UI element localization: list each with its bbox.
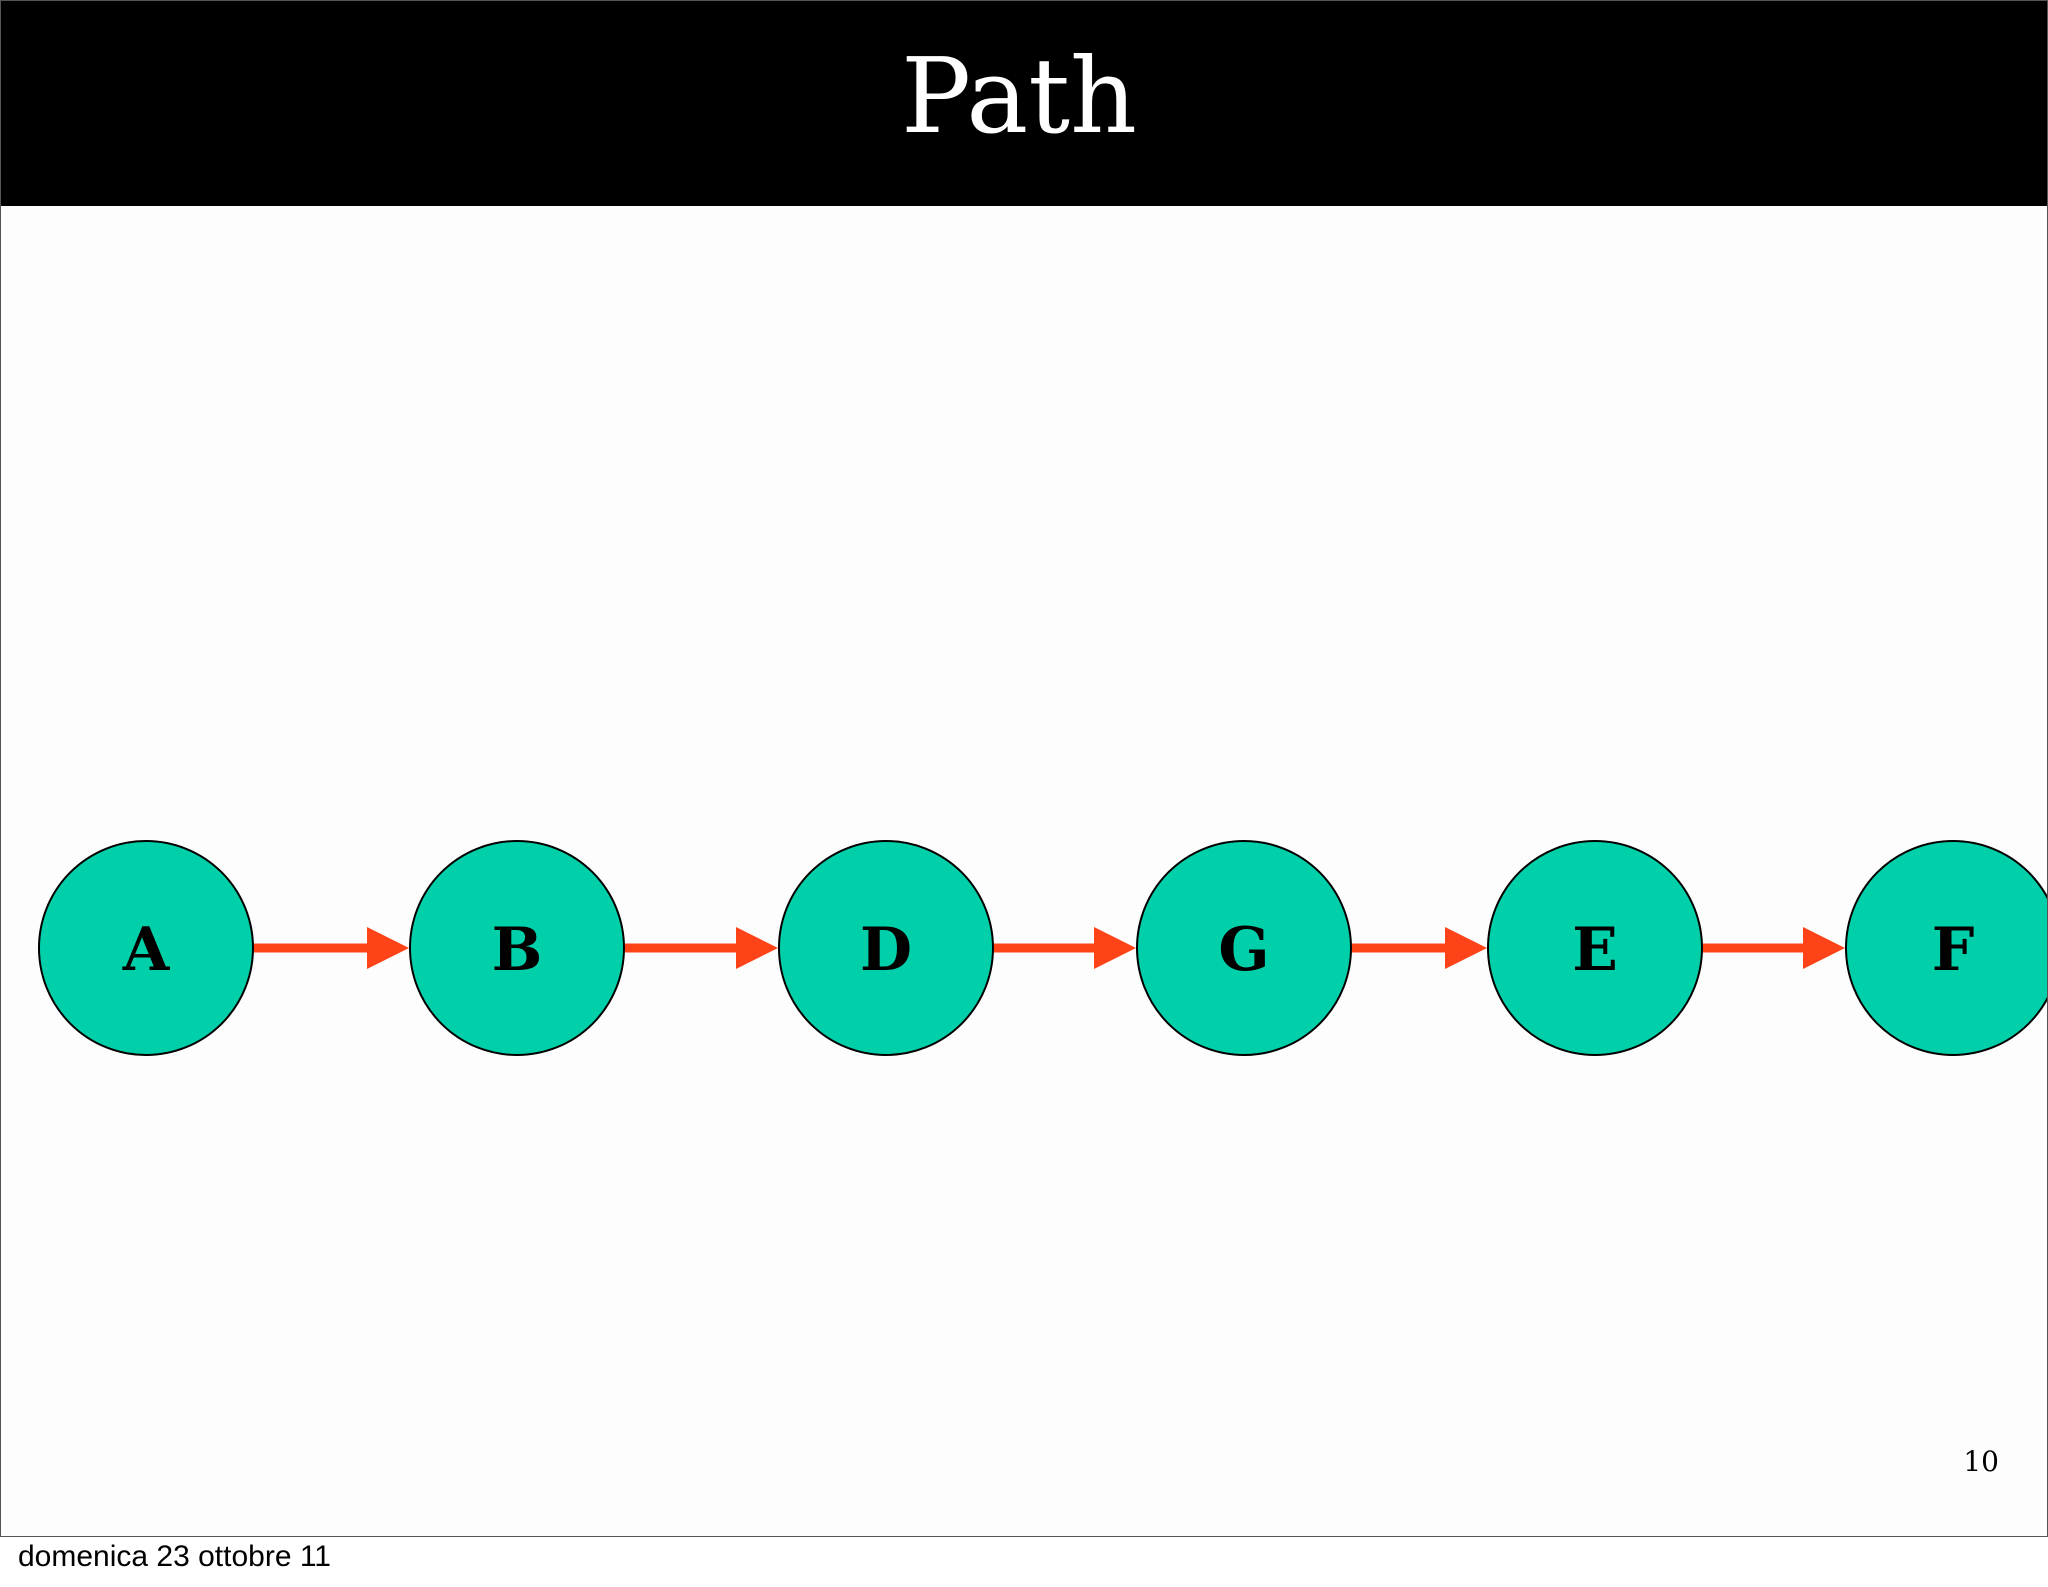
title-bar: Path [1, 1, 2047, 206]
node-circle [1845, 840, 2047, 1056]
node-circle [38, 840, 254, 1056]
page-number: 10 [1963, 1445, 1999, 1478]
node-label: D [860, 915, 912, 985]
slide: Path A B D G E F 10 [0, 0, 2048, 1537]
arrowhead [1445, 927, 1487, 969]
footer-date: domenica 23 ottobre 11 [18, 1540, 331, 1573]
node-f: F [1845, 840, 2047, 1056]
node-e: E [1487, 840, 1703, 1056]
arrowhead [1803, 927, 1845, 969]
node-d: D [778, 840, 994, 1056]
arrowhead [1094, 927, 1136, 969]
arrowhead [367, 927, 409, 969]
node-label: B [492, 915, 543, 985]
node-label: E [1572, 915, 1618, 985]
edge-b-d [625, 927, 778, 969]
edge-g-e [1352, 927, 1487, 969]
edge-e-f [1703, 927, 1845, 969]
node-g: G [1136, 840, 1352, 1056]
node-circle [1136, 840, 1352, 1056]
edge-d-g [994, 927, 1136, 969]
node-label: G [1218, 915, 1269, 985]
arrowhead [736, 927, 778, 969]
node-label: A [122, 915, 171, 985]
node-circle [1487, 840, 1703, 1056]
node-circle [409, 840, 625, 1056]
node-circle [778, 840, 994, 1056]
slide-title: Path [900, 35, 1138, 157]
node-a: A [38, 840, 254, 1056]
node-label: F [1932, 915, 1975, 985]
edge-a-b [254, 927, 409, 969]
node-b: B [409, 840, 625, 1056]
